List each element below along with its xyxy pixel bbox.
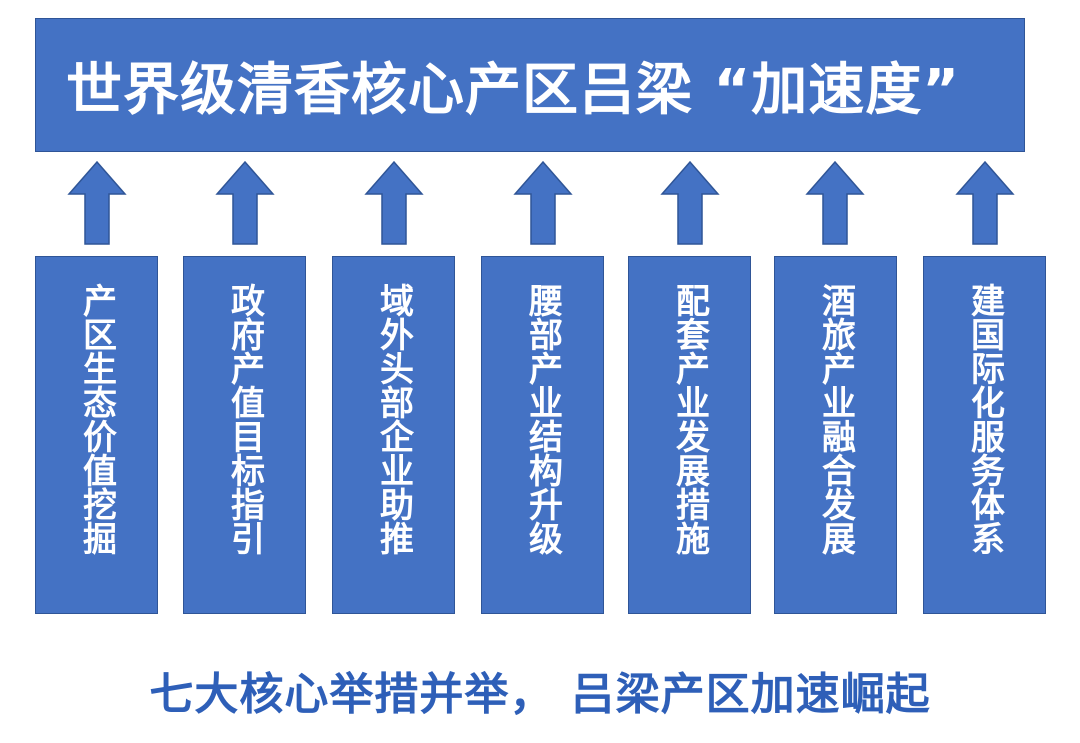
pillar-label: 政府产值目标指引 [224, 283, 265, 555]
pillar-label: 建国际化服务体系 [964, 283, 1005, 555]
pillar-ecology: 产区生态价值挖掘 [35, 256, 158, 614]
pillar-label: 酒旅产业融合发展 [815, 283, 856, 555]
pillar-external-enterprises: 域外头部企业助推 [332, 256, 455, 614]
arrow-up-icon [364, 160, 424, 245]
title-banner: 世界级清香核心产区吕梁 “加速度” [35, 18, 1025, 152]
pillar-label: 域外头部企业助推 [373, 283, 414, 555]
pillar-supporting-industry: 配套产业发展措施 [628, 256, 751, 614]
arrow-up-icon [215, 160, 275, 245]
pillar-label: 腰部产业结构升级 [522, 283, 563, 555]
arrow-up-icon [67, 160, 127, 245]
pillar-tourism-integration: 酒旅产业融合发展 [774, 256, 897, 614]
arrow-up-icon [955, 160, 1015, 245]
pillar-label: 配套产业发展措施 [669, 283, 710, 555]
pillar-government: 政府产值目标指引 [183, 256, 306, 614]
pillar-label: 产区生态价值挖掘 [76, 283, 117, 555]
arrow-up-icon [513, 160, 573, 245]
arrow-up-icon [660, 160, 720, 245]
banner-title: 世界级清香核心产区吕梁 “加速度” [66, 57, 961, 123]
pillar-international-service: 建国际化服务体系 [923, 256, 1046, 614]
footer-slogan: 七大核心举措并举， 吕梁产区加速崛起 [149, 669, 931, 720]
pillar-industry-structure: 腰部产业结构升级 [481, 256, 604, 614]
arrow-up-icon [805, 160, 865, 245]
